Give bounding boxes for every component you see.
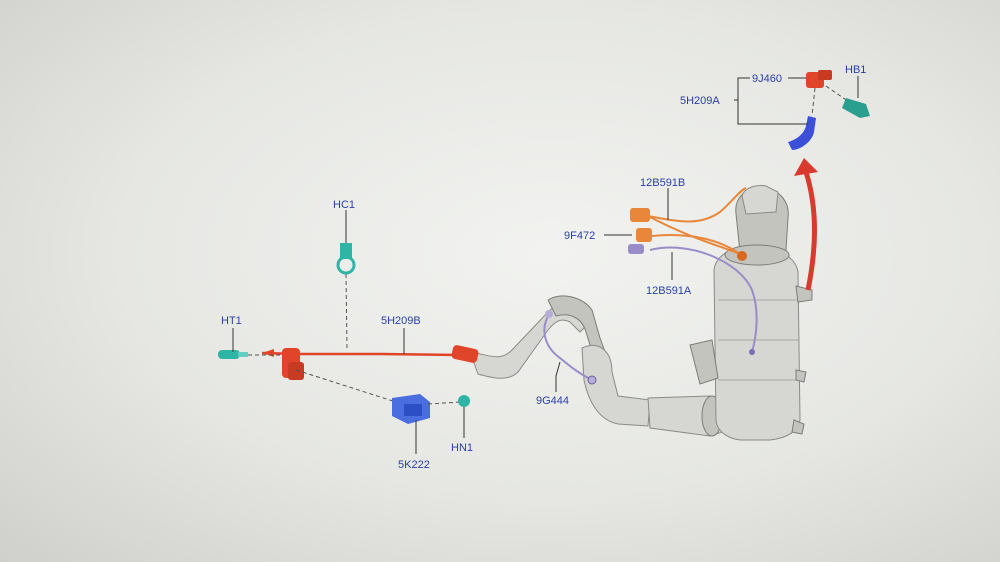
label-9j460: 9J460 [752,73,782,85]
orange-connector-icon [630,208,650,222]
label-5h209a: 5H209A [680,95,720,107]
clip-hn1 [458,395,470,407]
clip-hc1 [336,243,356,351]
purple-connector-icon [628,244,644,254]
teal-clip-icon [218,350,240,359]
teal-clip-icon [842,98,870,118]
label-9f472: 9F472 [564,230,595,242]
red-curved-arrow-icon [794,158,818,291]
label-5h209b: 5H209B [381,315,421,327]
red-pipe-end-icon [451,345,479,363]
label-hn1: HN1 [451,442,473,454]
assembly-5h209a [788,70,870,150]
blue-hose-icon [788,116,816,150]
label-12b591b: 12B591B [640,177,685,189]
clip-ht1 [218,350,282,359]
label-12b591a: 12B591A [646,285,692,297]
label-ht1: HT1 [221,315,242,327]
sensor-9g444 [543,310,597,385]
leader-lines [232,76,859,454]
teal-clip-icon [340,243,352,259]
dpf-canister [689,185,813,441]
label-9g444: 9G444 [536,395,569,407]
teal-clip-icon [458,395,470,407]
label-hb1: HB1 [845,64,866,76]
label-hc1: HC1 [333,199,355,211]
exhaust-pipe [469,295,724,437]
label-5k222: 5K222 [398,459,430,471]
pressure-pipe-5h209b [261,345,479,380]
hoses-12b591 [628,187,758,355]
module-5k222 [295,369,461,424]
